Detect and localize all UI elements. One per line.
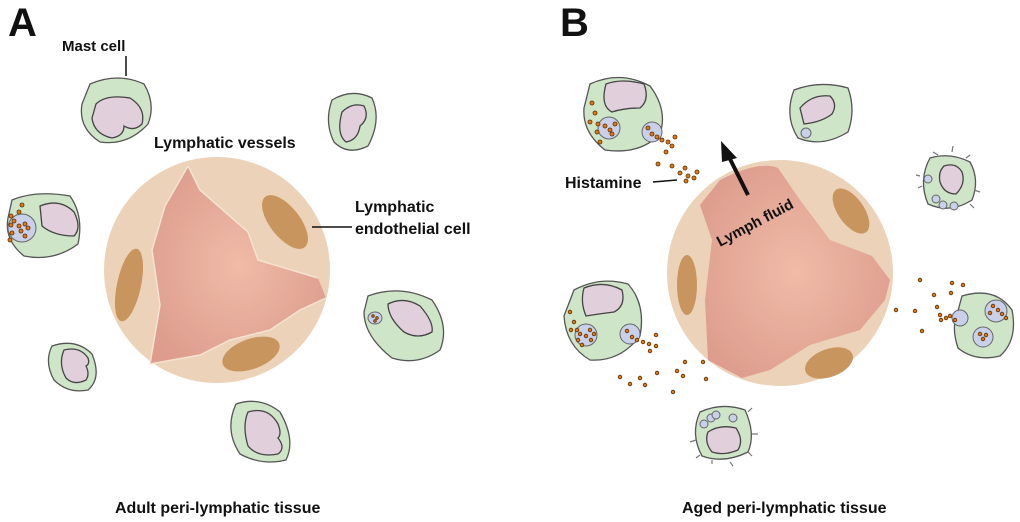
mast-cell (789, 83, 853, 143)
histamine-leader (652, 179, 678, 183)
panel-a: A Mast cell (6, 1, 471, 517)
histamine-granules (587, 100, 700, 184)
panel-a-caption: Adult peri-lymphatic tissue (115, 500, 320, 517)
mast-cell-label: Mast cell (62, 38, 125, 55)
lymphatic-vessel-a (104, 157, 330, 383)
degranulating-mast-cell (893, 277, 1015, 359)
vessel-lumen (150, 166, 326, 364)
mast-cell (327, 92, 377, 151)
activated-mast-cell (915, 145, 981, 211)
histamine-granules (567, 309, 709, 395)
endothelial-nucleus (677, 255, 697, 315)
lec-label-line1: Lymphatic (355, 199, 435, 216)
endothelial-nucleus (832, 188, 870, 234)
degranulating-mast-cell (563, 280, 709, 395)
lec-label-line2: endothelial cell (355, 221, 471, 238)
histamine-label: Histamine (565, 175, 642, 192)
lymphatic-vessels-label: Lymphatic vessels (154, 135, 296, 152)
endothelial-nucleus (114, 248, 144, 322)
flow-arrow (721, 141, 750, 196)
histamine-granules (893, 277, 1009, 342)
endothelial-nucleus (805, 347, 853, 379)
panel-a-letter: A (8, 1, 37, 45)
endothelial-nucleus (222, 336, 280, 372)
endothelial-nucleus (262, 195, 308, 249)
mast-cell (6, 193, 81, 259)
mast-cell (47, 342, 97, 392)
vessel-lumen (700, 165, 890, 378)
mast-cell (363, 290, 445, 362)
mast-cell (230, 400, 291, 463)
degranulating-mast-cell (583, 76, 700, 184)
panel-b-caption: Aged peri-lymphatic tissue (682, 500, 887, 517)
mast-cell (80, 77, 152, 144)
activated-mast-cell (689, 405, 758, 467)
panel-b: B Lymph fluid (560, 1, 1015, 517)
histamine-granules (7, 202, 31, 243)
panel-b-letter: B (560, 1, 589, 45)
lymphatic-vessel-b (667, 160, 893, 386)
